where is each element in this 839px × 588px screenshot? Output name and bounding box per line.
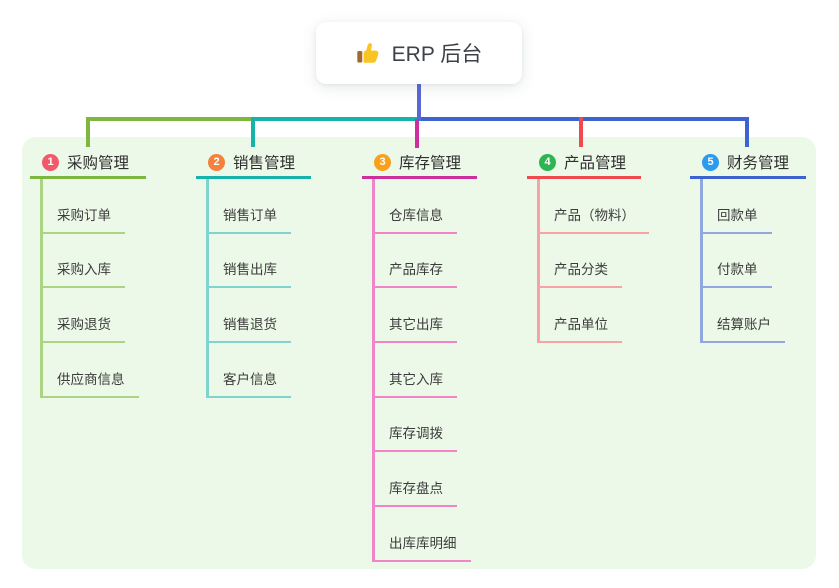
branch-number-badge: 3 xyxy=(374,153,391,171)
branch-number-badge: 4 xyxy=(539,153,556,171)
branch-title-2[interactable]: 2 销售管理 xyxy=(196,150,311,179)
root-node-label: ERP 后台 xyxy=(391,43,483,66)
connector-drop-branch-2 xyxy=(251,117,255,147)
child-node[interactable]: 出库库明细 xyxy=(372,532,471,562)
connector-branch-1 xyxy=(86,117,253,121)
child-node[interactable]: 销售订单 xyxy=(206,204,291,234)
child-node[interactable]: 其它出库 xyxy=(372,313,457,344)
branch-label: 库存管理 xyxy=(399,155,462,172)
connector-root xyxy=(417,84,421,121)
branch-4: 4 产品管理产品（物料） 产品分类产品单位 xyxy=(527,150,649,344)
child-node-row: 销售出库 xyxy=(206,234,311,289)
branch-label: 采购管理 xyxy=(67,155,130,172)
child-node-row: 其它入库 xyxy=(372,343,477,398)
connector-drop-branch-3 xyxy=(415,119,419,148)
branch-child-connector xyxy=(206,179,209,398)
child-node-row: 回款单 xyxy=(700,179,806,234)
child-node[interactable]: 供应商信息 xyxy=(40,368,139,398)
child-node[interactable]: 产品（物料） xyxy=(537,204,649,234)
child-node[interactable]: 销售退货 xyxy=(206,313,291,344)
branch-child-connector xyxy=(537,179,540,344)
child-node[interactable]: 产品库存 xyxy=(372,258,457,289)
child-node-row: 仓库信息 xyxy=(372,179,477,234)
child-node-row: 采购退货 xyxy=(40,288,146,344)
branch-label: 销售管理 xyxy=(233,155,296,172)
mindmap-background-panel xyxy=(22,137,816,569)
child-node[interactable]: 回款单 xyxy=(700,204,772,234)
branch-child-connector xyxy=(700,179,703,344)
child-node-row: 库存调拨 xyxy=(372,398,477,453)
connector-drop-branch-1 xyxy=(86,117,90,147)
child-node-row: 产品分类 xyxy=(537,234,641,289)
child-node-row: 采购订单 xyxy=(40,179,146,234)
child-node[interactable]: 库存盘点 xyxy=(372,477,457,508)
connector-branch-2 xyxy=(251,117,419,121)
child-node-row: 采购入库 xyxy=(40,234,146,289)
branch-title-3[interactable]: 3 库存管理 xyxy=(362,150,477,179)
connector-branch-5 xyxy=(417,117,749,121)
branch-number-badge: 5 xyxy=(702,153,719,171)
child-node-row: 产品库存 xyxy=(372,234,477,289)
child-node[interactable]: 产品单位 xyxy=(537,313,622,344)
branch-5: 5 财务管理回款单付款单结算账户 xyxy=(690,150,806,344)
branch-title-4[interactable]: 4 产品管理 xyxy=(527,150,641,179)
child-node[interactable]: 结算账户 xyxy=(700,313,785,344)
branch-label: 产品管理 xyxy=(564,155,627,172)
connector-drop-branch-5 xyxy=(745,117,749,147)
child-node-row: 其它出库 xyxy=(372,288,477,344)
child-node-row: 销售订单 xyxy=(206,179,311,234)
child-node[interactable]: 采购退货 xyxy=(40,313,125,344)
child-node[interactable]: 仓库信息 xyxy=(372,204,457,234)
child-node-row: 付款单 xyxy=(700,234,806,289)
thumbs-up-icon xyxy=(356,40,382,66)
child-node[interactable]: 采购入库 xyxy=(40,258,125,289)
child-node[interactable]: 产品分类 xyxy=(537,258,622,289)
child-node[interactable]: 付款单 xyxy=(700,258,772,289)
branch-child-connector xyxy=(372,179,375,562)
branch-title-5[interactable]: 5 财务管理 xyxy=(690,150,806,179)
branch-label: 财务管理 xyxy=(727,155,790,172)
child-node-row: 销售退货 xyxy=(206,288,311,344)
branch-2: 2 销售管理销售订单销售出库销售退货客户信息 xyxy=(196,150,311,398)
child-node-row: 出库库明细 xyxy=(372,507,477,562)
child-node[interactable]: 销售出库 xyxy=(206,258,291,289)
child-node-row: 供应商信息 xyxy=(40,343,146,398)
child-node-row: 产品单位 xyxy=(537,288,641,344)
child-node[interactable]: 库存调拨 xyxy=(372,422,457,453)
child-node[interactable]: 客户信息 xyxy=(206,368,291,398)
branch-child-connector xyxy=(40,179,43,398)
child-node-row: 库存盘点 xyxy=(372,452,477,508)
child-node-row: 产品（物料） xyxy=(537,179,649,234)
branch-title-1[interactable]: 1 采购管理 xyxy=(30,150,146,179)
connector-drop-branch-4 xyxy=(579,117,583,147)
branch-number-badge: 2 xyxy=(208,153,225,171)
branch-3: 3 库存管理仓库信息产品库存其它出库其它入库库存调拨库存盘点出库库明细 xyxy=(362,150,477,562)
child-node[interactable]: 其它入库 xyxy=(372,368,457,398)
child-node-row: 客户信息 xyxy=(206,343,311,398)
branch-number-badge: 1 xyxy=(42,153,59,171)
root-node[interactable]: ERP 后台 xyxy=(316,22,522,84)
child-node[interactable]: 采购订单 xyxy=(40,204,125,234)
child-node-row: 结算账户 xyxy=(700,288,806,344)
branch-1: 1 采购管理采购订单采购入库采购退货供应商信息 xyxy=(30,150,146,398)
